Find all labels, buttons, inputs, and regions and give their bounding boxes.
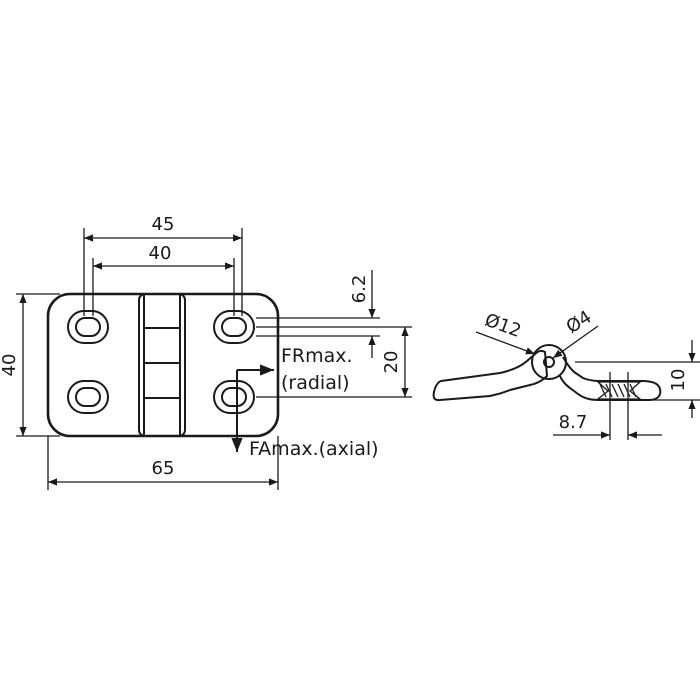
dimension-height: 40 bbox=[0, 293, 60, 437]
hinge-pin-outer bbox=[531, 344, 567, 380]
hinge-right-leaf bbox=[559, 356, 662, 401]
dimension-overall-width: 45 bbox=[83, 214, 243, 316]
dimension-inner-width: 40 bbox=[92, 243, 235, 316]
force-radial-label: FRmax. bbox=[281, 345, 353, 367]
countersunk-hole-section bbox=[596, 372, 642, 440]
dimension-hole-diameter-label: Ø4 bbox=[563, 307, 596, 338]
dimension-hole-spacing: 20 bbox=[256, 326, 412, 398]
dimension-hole-spacing-label: 20 bbox=[381, 351, 402, 374]
dimension-slot-offset: 6.2 bbox=[256, 270, 380, 358]
mounting-hole-top-left bbox=[67, 310, 109, 344]
dimension-total-length-label: 65 bbox=[152, 458, 175, 479]
dimension-side-offset: 8.7 bbox=[553, 412, 662, 439]
hinge-left-leaf bbox=[432, 349, 549, 402]
hinge-front-view bbox=[46, 292, 280, 438]
dimension-height-label: 40 bbox=[0, 354, 20, 377]
hinge-knuckle bbox=[138, 293, 186, 437]
dimension-inner-width-label: 40 bbox=[149, 243, 172, 264]
dimension-leaf-thickness-label: 10 bbox=[668, 369, 689, 392]
dimension-hole-diameter: Ø4 bbox=[552, 307, 599, 359]
dimension-leaf-thickness: 10 bbox=[575, 340, 700, 418]
dimension-side-offset-label: 8.7 bbox=[559, 412, 588, 433]
force-radial-sublabel: (radial) bbox=[281, 372, 350, 394]
dimension-overall-width-label: 45 bbox=[152, 214, 175, 235]
force-indicators: FRmax. (radial) FAmax.(axial) bbox=[231, 345, 379, 460]
mounting-hole-bottom-left bbox=[67, 380, 109, 414]
force-axial-label: FAmax.(axial) bbox=[249, 438, 379, 460]
mounting-hole-bottom-right bbox=[213, 380, 255, 414]
dimension-pin-diameter: Ø12 bbox=[475, 310, 536, 355]
dimension-total-length: 65 bbox=[47, 436, 279, 490]
dimension-slot-offset-label: 6.2 bbox=[349, 275, 370, 304]
hinge-outline bbox=[46, 292, 280, 438]
hinge-side-view bbox=[432, 344, 662, 440]
hinge-pin-hole bbox=[543, 356, 555, 368]
